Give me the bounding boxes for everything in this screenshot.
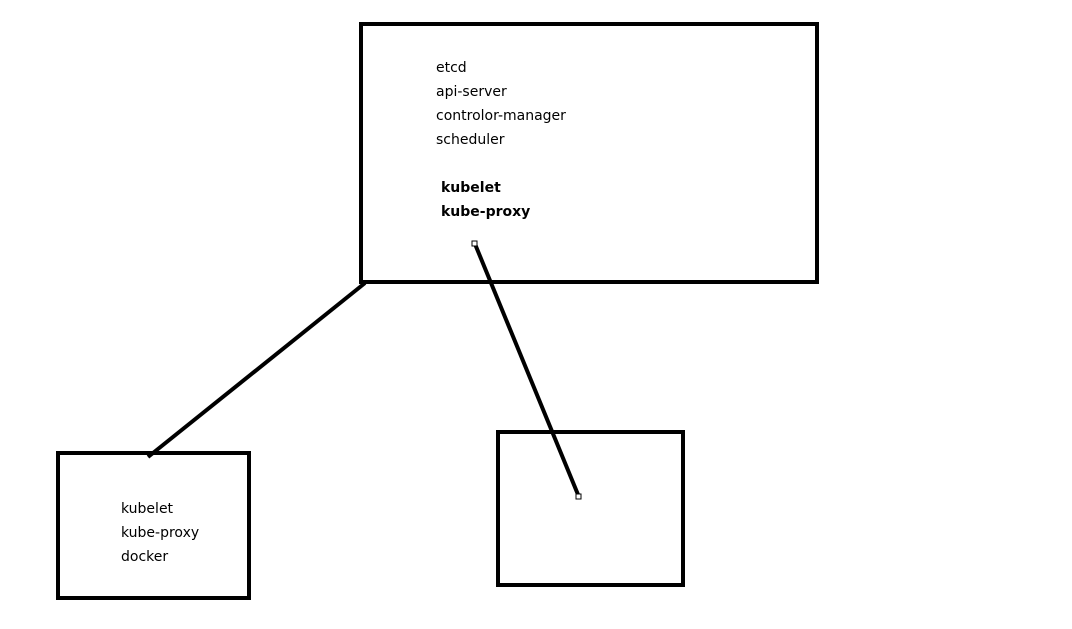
worker-node-left-box [56, 451, 251, 600]
worker-node-right-box [496, 430, 685, 587]
master-node-box [359, 22, 819, 284]
component-label-docker: docker [121, 549, 169, 565]
connector-handle-top[interactable] [471, 240, 478, 247]
component-label-kube-proxy: kube-proxy [441, 204, 531, 220]
component-label-kubelet: kubelet [121, 501, 174, 517]
component-label-kube-proxy: kube-proxy [121, 525, 200, 541]
component-label-controller-manager: controlor-manager [436, 108, 566, 124]
worker-left-component-list: kubelet kube-proxy docker [121, 497, 199, 569]
master-node-component-list: kubelet kube-proxy [441, 176, 530, 224]
connector-handle-bottom[interactable] [575, 493, 582, 500]
component-label-scheduler: scheduler [436, 132, 505, 148]
master-component-list: etcd api-server controlor-manager schedu… [436, 56, 566, 152]
master-to-left-worker-connector [146, 281, 367, 459]
master-to-right-worker-connector [473, 243, 581, 498]
component-label-etcd: etcd [436, 60, 467, 76]
component-label-kubelet: kubelet [441, 180, 501, 196]
component-label-api-server: api-server [436, 84, 507, 100]
